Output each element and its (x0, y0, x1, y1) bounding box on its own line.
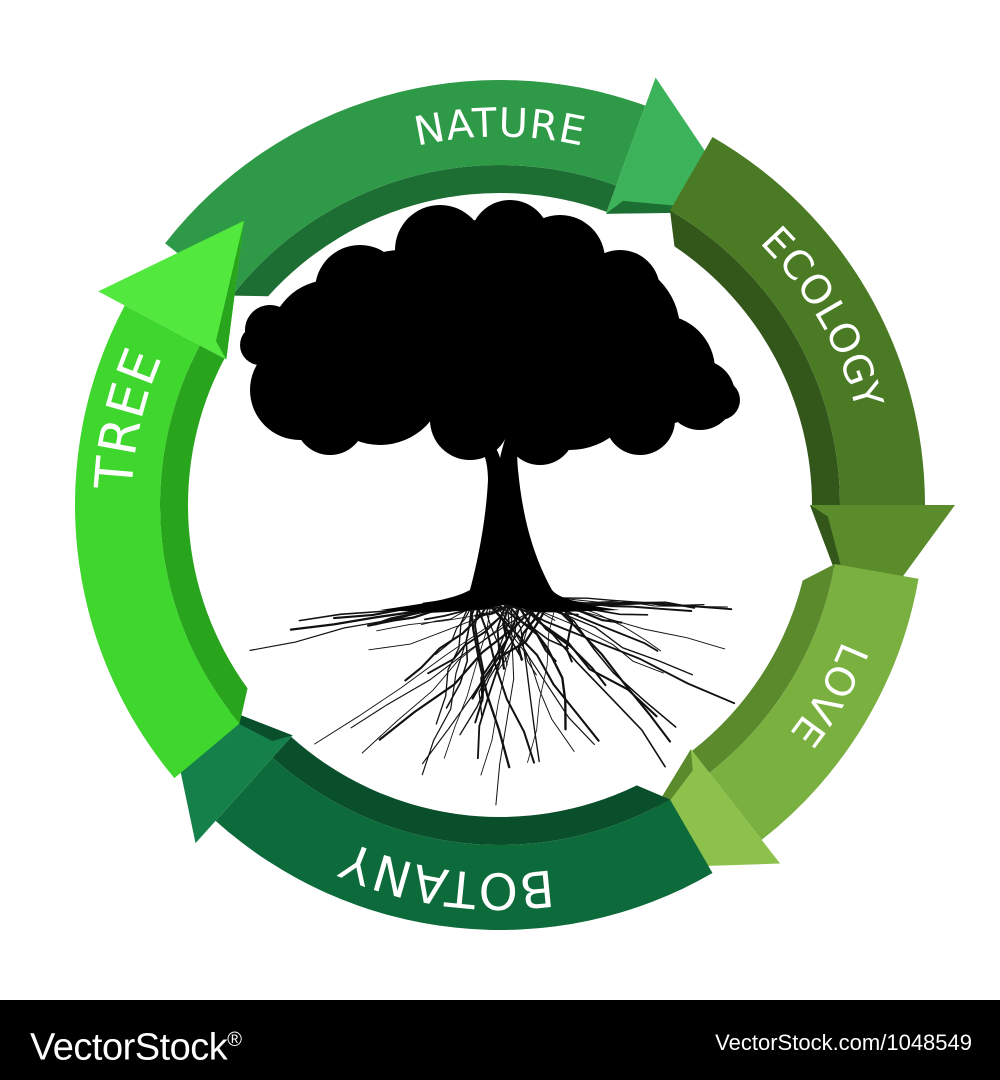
arrow-head (98, 220, 245, 360)
segment-depth (232, 164, 617, 297)
segment-band (165, 79, 646, 296)
image-url: VectorStock.com/1048549 (715, 1030, 972, 1055)
segment-band (74, 305, 240, 779)
segment-band (215, 757, 713, 930)
tree-silhouette (240, 200, 740, 806)
tree-trunk (380, 412, 620, 613)
segment-band (670, 136, 925, 505)
tree-canopy (240, 200, 740, 465)
segment-tree (74, 220, 248, 779)
segment-depth (272, 736, 670, 845)
segment-band (709, 564, 919, 840)
arrow-head-shade (215, 220, 245, 360)
segment-depth (692, 564, 835, 773)
segment-depth (159, 345, 248, 724)
arrow-head (810, 505, 955, 636)
footer-bar: VectorStock® VectorStock.com/1048549 (0, 1000, 1000, 1080)
segment-ecology (670, 136, 955, 636)
cycle-segments (74, 77, 955, 930)
brand-logo: VectorStock® (30, 1026, 242, 1069)
segment-depth (670, 210, 840, 505)
